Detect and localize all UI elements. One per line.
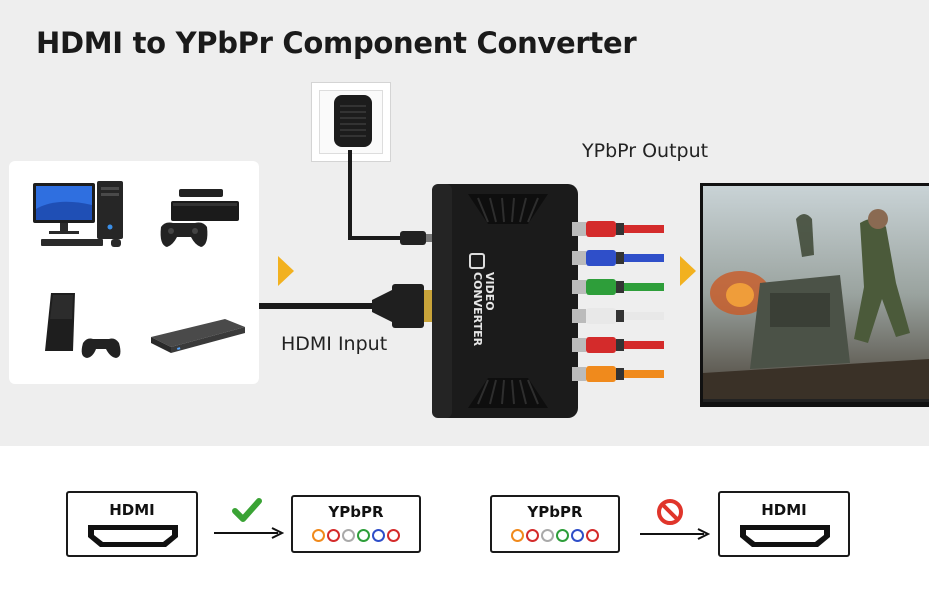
hdmi-source-box: HDMI bbox=[66, 491, 198, 557]
ypbpr-target-label: YPbPR bbox=[328, 503, 384, 521]
prohibited-icon bbox=[657, 499, 683, 525]
power-adapter-icon bbox=[334, 95, 372, 147]
dot-red-2 bbox=[586, 529, 599, 542]
dot-blue bbox=[571, 529, 584, 542]
hdmi-port-icon bbox=[740, 525, 830, 547]
page-title: HDMI to YPbPr Component Converter bbox=[36, 26, 637, 60]
diagram-panel: HDMI to YPbPr Component Converter bbox=[0, 0, 929, 446]
hdmi-target-box: HDMI bbox=[718, 491, 850, 557]
hdmi-port-icon bbox=[88, 525, 178, 547]
dot-red bbox=[327, 529, 340, 542]
converter-box: VIDEO CONVERTER bbox=[432, 184, 578, 418]
rca-red-plug bbox=[572, 221, 664, 237]
dot-green bbox=[357, 529, 370, 542]
source-devices-card bbox=[9, 161, 259, 384]
output-label: YPbPr Output bbox=[582, 140, 709, 162]
input-arrow-icon bbox=[278, 256, 294, 286]
dot-green bbox=[556, 529, 569, 542]
hdmi-target-label: HDMI bbox=[761, 501, 807, 519]
dot-white bbox=[342, 529, 355, 542]
ypbpr-target-dots bbox=[293, 529, 419, 542]
game-console-icon bbox=[160, 189, 239, 247]
dot-blue bbox=[372, 529, 385, 542]
playstation-console-icon bbox=[45, 293, 121, 358]
rca-white-plug bbox=[572, 308, 664, 324]
rca-orange-plug bbox=[572, 366, 664, 382]
check-icon bbox=[232, 498, 262, 522]
dot-orange bbox=[511, 529, 524, 542]
rca-red-2-plug bbox=[572, 337, 664, 353]
ypbpr-source-box: YPbPR bbox=[490, 495, 620, 553]
ypbpr-target-box: YPbPR bbox=[291, 495, 421, 553]
input-label: HDMI Input bbox=[281, 333, 388, 355]
incompatible-arrow-icon bbox=[640, 528, 710, 540]
rca-green-plug bbox=[572, 279, 664, 295]
ypbpr-source-label: YPbPR bbox=[527, 503, 583, 521]
rca-blue-plug bbox=[572, 250, 664, 266]
dot-red bbox=[526, 529, 539, 542]
media-player-icon bbox=[151, 319, 245, 353]
rca-cables bbox=[572, 221, 664, 382]
cable-lines bbox=[259, 150, 434, 328]
dot-orange bbox=[312, 529, 325, 542]
dot-white bbox=[541, 529, 554, 542]
ypbpr-source-dots bbox=[492, 529, 618, 542]
desktop-pc-icon bbox=[33, 181, 123, 247]
hdmi-source-label: HDMI bbox=[109, 501, 155, 519]
tv-display bbox=[700, 183, 929, 407]
dot-red-2 bbox=[387, 529, 400, 542]
brand-line1: VIDEO bbox=[483, 272, 496, 311]
brand-line2: CONVERTER bbox=[471, 272, 484, 347]
compatible-arrow-icon bbox=[214, 527, 284, 539]
output-arrow-icon bbox=[680, 256, 696, 286]
